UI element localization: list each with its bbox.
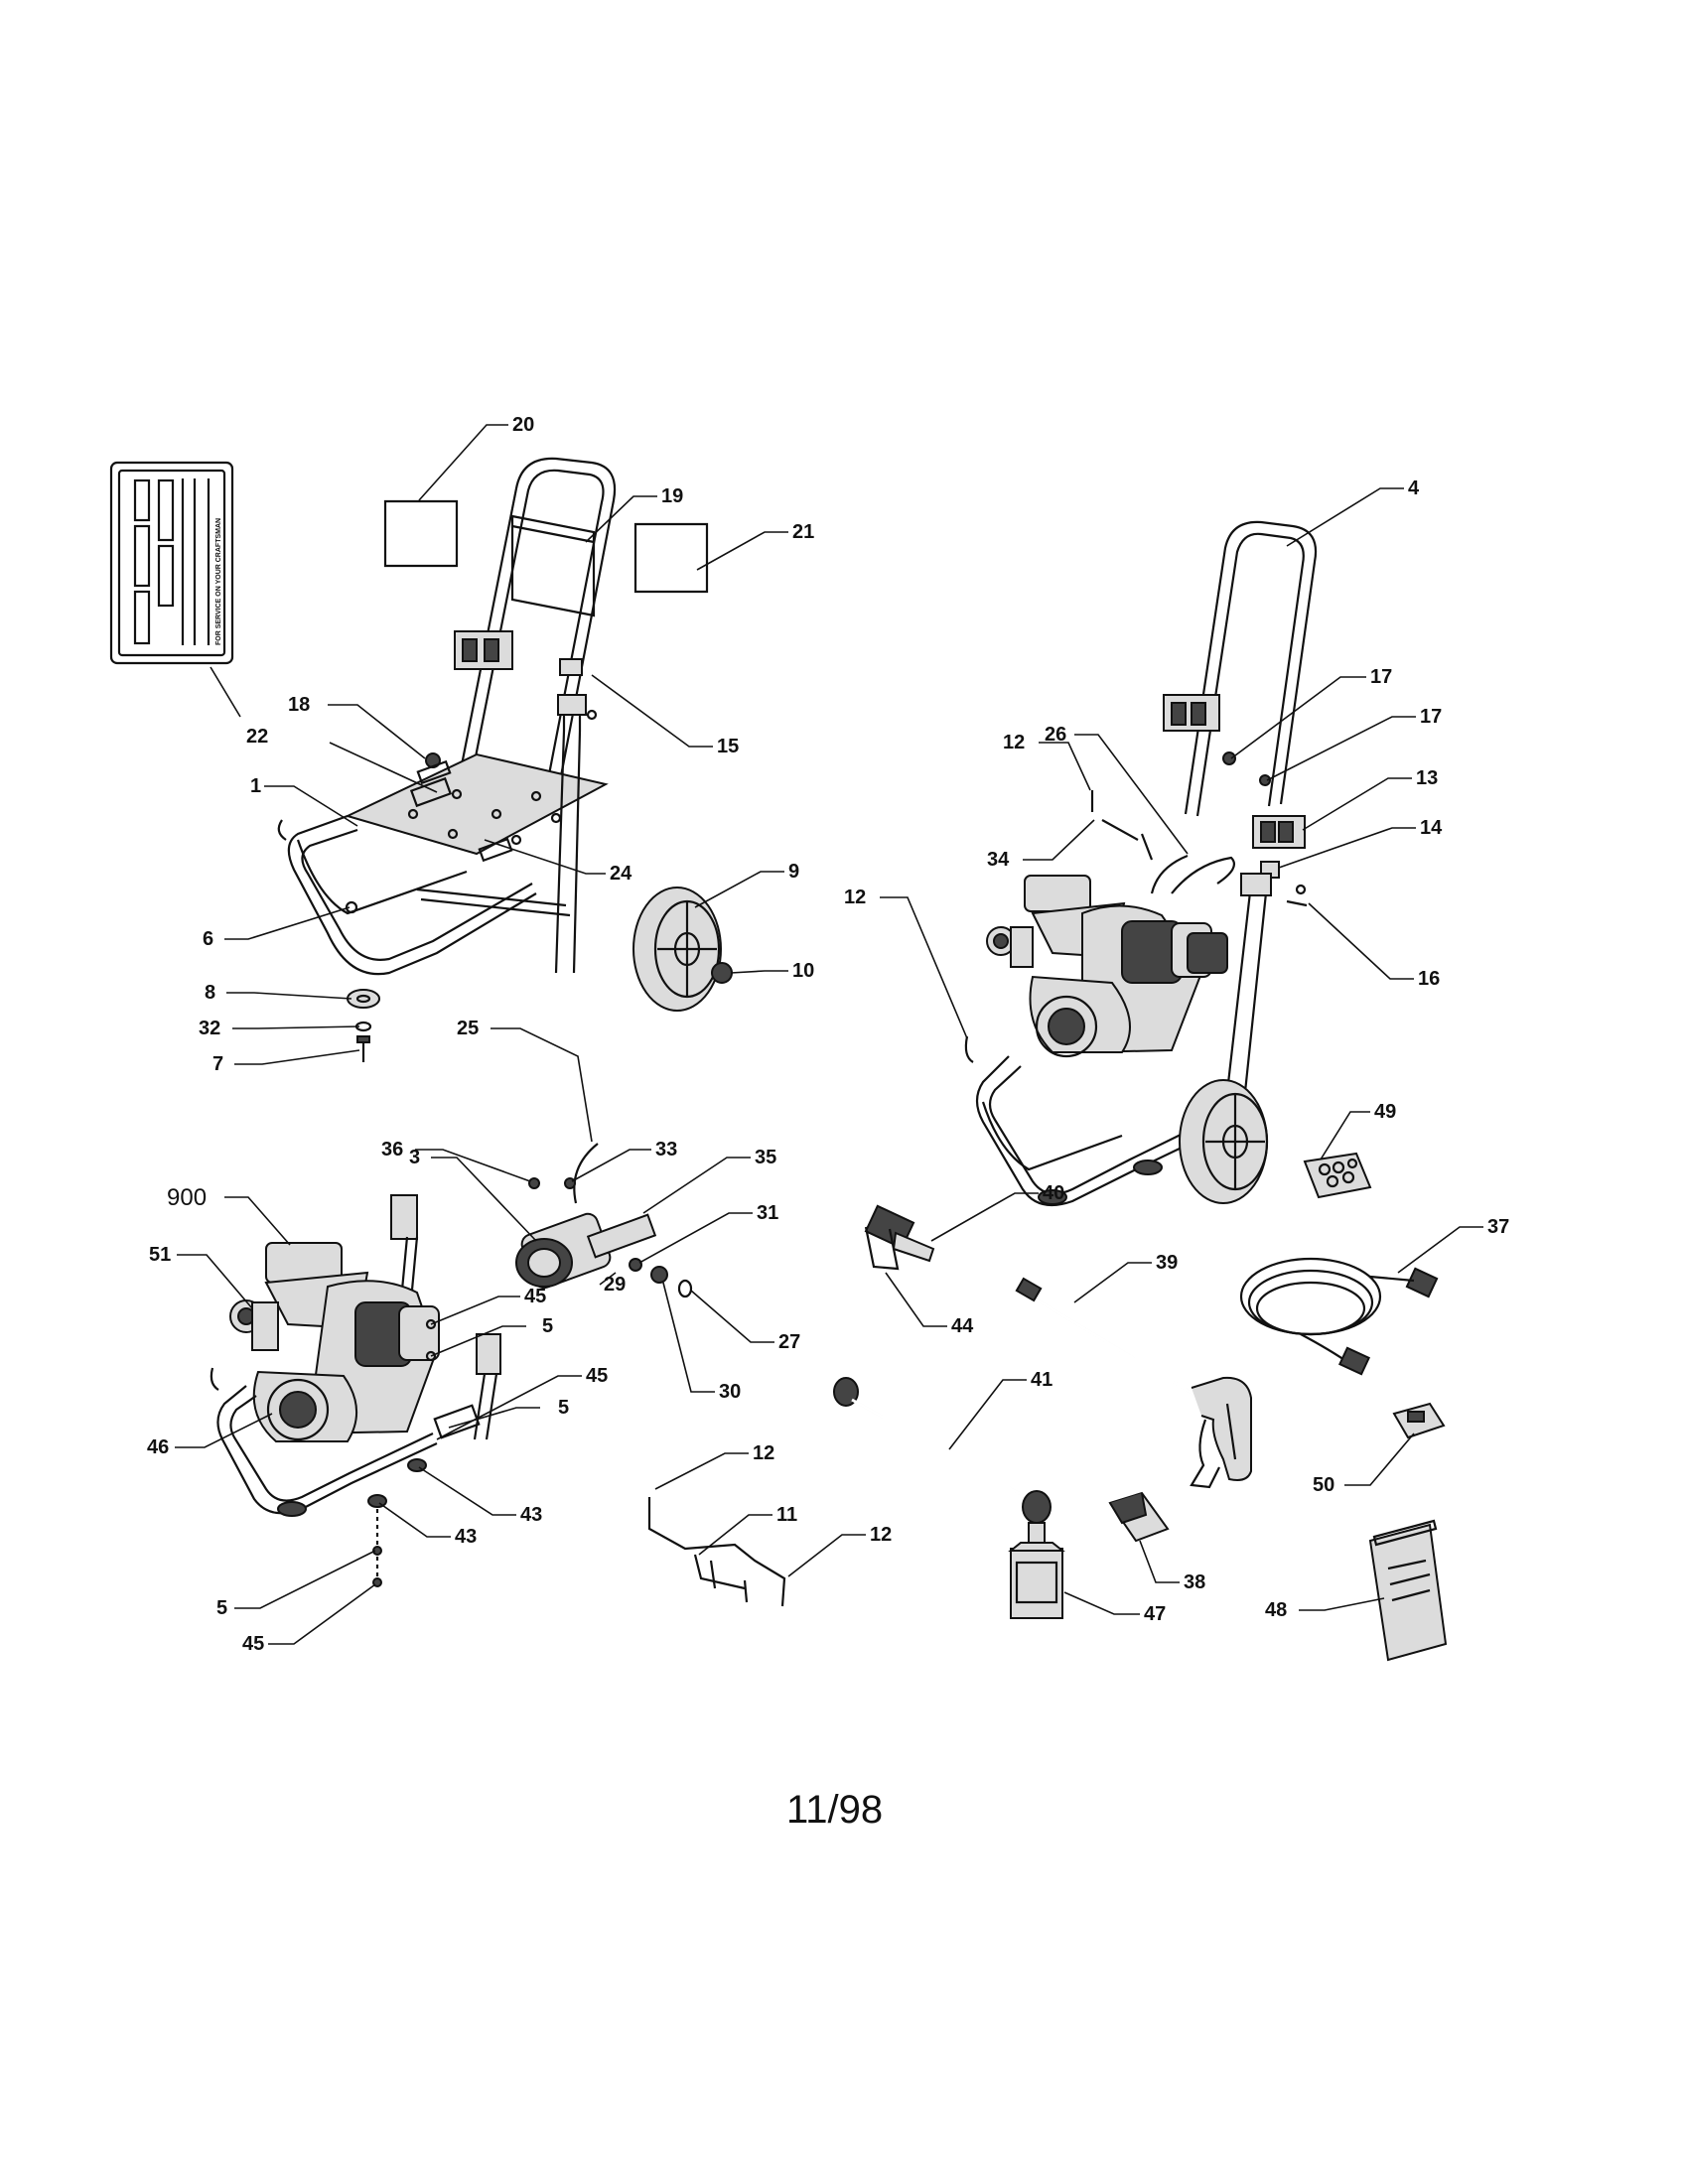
callout: 45 (586, 1365, 608, 1387)
callout: 1 (250, 775, 261, 797)
hose-37 (1239, 1257, 1439, 1376)
nozzle-38 (1108, 1491, 1170, 1543)
decal-20 (383, 499, 459, 568)
callout: 24 (610, 863, 632, 885)
callout: 49 (1374, 1101, 1396, 1123)
decal-text: FOR SERVICE ON YOUR CRAFTSMAN (215, 518, 222, 645)
nut-10 (711, 962, 733, 984)
callout: 48 (1265, 1599, 1287, 1621)
callout: 44 (951, 1315, 974, 1337)
callout: 36 (381, 1139, 403, 1160)
callout: 7 (212, 1053, 223, 1075)
decal-21 (633, 522, 709, 594)
callout: 3 (409, 1147, 420, 1168)
callout: 12 (1003, 732, 1025, 753)
callout: 45 (242, 1633, 264, 1655)
callout: 32 (199, 1018, 220, 1039)
leader-lines (175, 424, 1483, 1645)
kit-49 (1303, 1152, 1372, 1199)
hose-25 (573, 1143, 599, 1204)
callout: 25 (457, 1018, 479, 1039)
wheel-9 (632, 887, 722, 1012)
callout: 35 (755, 1147, 776, 1168)
callout: 38 (1184, 1571, 1205, 1593)
decal-plate: FOR SERVICE ON YOUR CRAFTSMAN (109, 461, 234, 665)
callout: 40 (1043, 1182, 1064, 1204)
callout: 16 (1418, 968, 1440, 990)
callout: 17 (1420, 706, 1442, 728)
wand-41 (833, 1377, 1052, 1524)
callout: 34 (987, 849, 1010, 871)
callout: 30 (719, 1381, 741, 1403)
pump-fittings (528, 1177, 693, 1298)
callout: 22 (246, 726, 268, 748)
decal-19 (510, 514, 596, 617)
callout: 39 (1156, 1252, 1178, 1274)
callout: 9 (788, 861, 799, 883)
frame-assembly (277, 457, 617, 976)
callout: 29 (604, 1274, 626, 1296)
callout: 41 (1031, 1369, 1052, 1391)
callout: 50 (1313, 1474, 1334, 1496)
date-code: 11/98 (786, 1788, 883, 1832)
callout: 18 (288, 694, 310, 716)
kit-50 (1392, 1402, 1446, 1439)
callout: 6 (203, 928, 213, 950)
callout: 13 (1416, 767, 1438, 789)
handle-11 (647, 1497, 786, 1607)
callout: 900 (167, 1184, 207, 1211)
callout: 12 (870, 1524, 892, 1546)
callout: 10 (792, 960, 814, 982)
callout: 5 (216, 1597, 227, 1619)
callout: 27 (778, 1331, 800, 1353)
spray-gun-39 (1015, 1277, 1252, 1489)
callout: 19 (661, 485, 683, 507)
callout: 51 (149, 1244, 171, 1266)
callout: 43 (455, 1526, 477, 1548)
callout: 43 (520, 1504, 542, 1526)
nozzle-40 (864, 1204, 935, 1271)
callout: 14 (1420, 817, 1443, 839)
oil-47 (1008, 1522, 1065, 1619)
callout: 12 (753, 1442, 774, 1464)
callout: 5 (558, 1397, 569, 1419)
cap-15 (559, 658, 583, 676)
callout: 5 (542, 1315, 553, 1337)
callout: 31 (757, 1202, 778, 1224)
callout: 46 (147, 1436, 169, 1458)
callout: 15 (717, 736, 739, 757)
callout-labels: 20 19 21 22 15 18 1 24 9 10 6 8 32 7 4 1… (147, 414, 1509, 1655)
callout: 8 (205, 982, 215, 1004)
assembled-unit (964, 520, 1318, 1207)
callout: 37 (1487, 1216, 1509, 1238)
callout: 20 (512, 414, 534, 436)
callout: 33 (655, 1139, 677, 1160)
callout: 21 (792, 521, 814, 543)
callout: 47 (1144, 1603, 1166, 1625)
manual-48 (1368, 1519, 1448, 1662)
callout: 4 (1408, 478, 1420, 499)
engine-pump-assembly (210, 1194, 657, 1587)
callout: 17 (1370, 666, 1392, 688)
callout: 45 (524, 1286, 546, 1307)
screw-18 (416, 752, 452, 785)
callout: 11 (776, 1504, 797, 1526)
callout: 26 (1045, 724, 1066, 746)
callout: 12 (844, 887, 866, 908)
